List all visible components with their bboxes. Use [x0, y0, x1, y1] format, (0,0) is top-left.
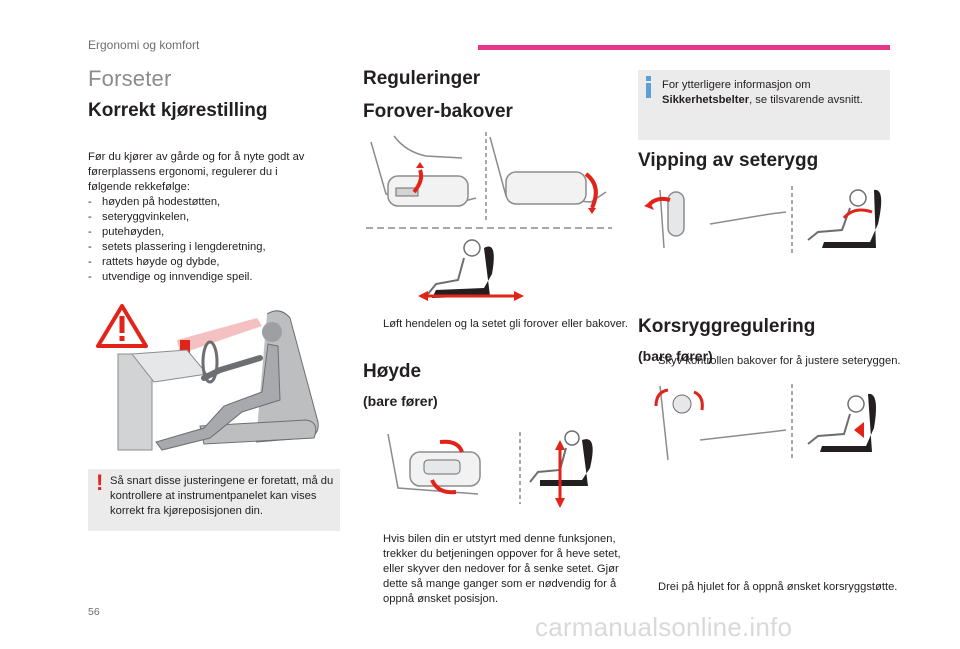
person-seat-icon [529, 430, 593, 486]
heading-forward-backward: Forover-bakover [363, 101, 513, 122]
info-icon [646, 76, 651, 98]
list-item: rattets høyde og dybde, [88, 255, 328, 270]
list-item: høyden på hodestøtten, [88, 195, 328, 210]
forward-backward-instruction: Løft hendelen og la setet gli forover el… [383, 318, 629, 330]
section-header: Ergonomi og komfort [88, 38, 200, 52]
list-item: putehøyden, [88, 225, 328, 240]
lumbar-subheading: (bare fører) [638, 348, 713, 364]
heading-height: Høyde [363, 361, 422, 382]
heading-correct-position: Korrekt kjørestilling [88, 100, 268, 121]
driving-position-illustration [96, 304, 319, 451]
adjustment-list: høyden på hodestøtten, seteryggvinkelen,… [88, 195, 328, 285]
watermark: carmanualsonline.info [535, 612, 793, 642]
person-seat-icon [807, 189, 882, 248]
exclamation-icon: ! [96, 470, 104, 495]
heading-lumbar: Korsryggregulering [638, 316, 816, 337]
seat-height-illustration [387, 430, 593, 508]
height-subheading: (bare fører) [363, 393, 438, 409]
warning-text: Så snart disse justeringene er foretatt,… [110, 475, 334, 517]
heading-recline: Vipping av seterygg [638, 150, 819, 171]
page-number: 56 [88, 606, 100, 618]
person-seat-icon [807, 393, 876, 452]
list-item: seteryggvinkelen, [88, 210, 328, 225]
lumbar-instruction: Drei på hjulet for å oppnå ønsket korsry… [658, 581, 898, 593]
forward-backward-illustration [366, 132, 612, 301]
height-instruction: Hvis bilen din er utstyrt med denne funk… [383, 533, 621, 605]
list-item: utvendige og innvendige speil. [88, 270, 328, 285]
heading-adjustments: Reguleringer [363, 68, 481, 89]
warning-triangle-icon [96, 304, 148, 348]
info-box: For ytterligere informasjon om Sikkerhet… [638, 70, 890, 140]
person-seat-icon [427, 239, 494, 298]
recline-instruction: Skyv kontrollen bakover for å justere se… [658, 355, 901, 367]
intro-text: Før du kjører av gårde og for å nyte god… [88, 151, 305, 193]
recline-illustration [644, 186, 882, 254]
list-item: setets plassering i lengderetning, [88, 240, 328, 255]
info-text: For ytterligere informasjon om Sikkerhet… [662, 79, 863, 106]
header-accent-bar [478, 45, 890, 50]
lumbar-illustration [654, 384, 876, 461]
warning-box: ! Så snart disse justeringene er foretat… [88, 469, 340, 531]
page-title: Forseter [88, 66, 172, 91]
